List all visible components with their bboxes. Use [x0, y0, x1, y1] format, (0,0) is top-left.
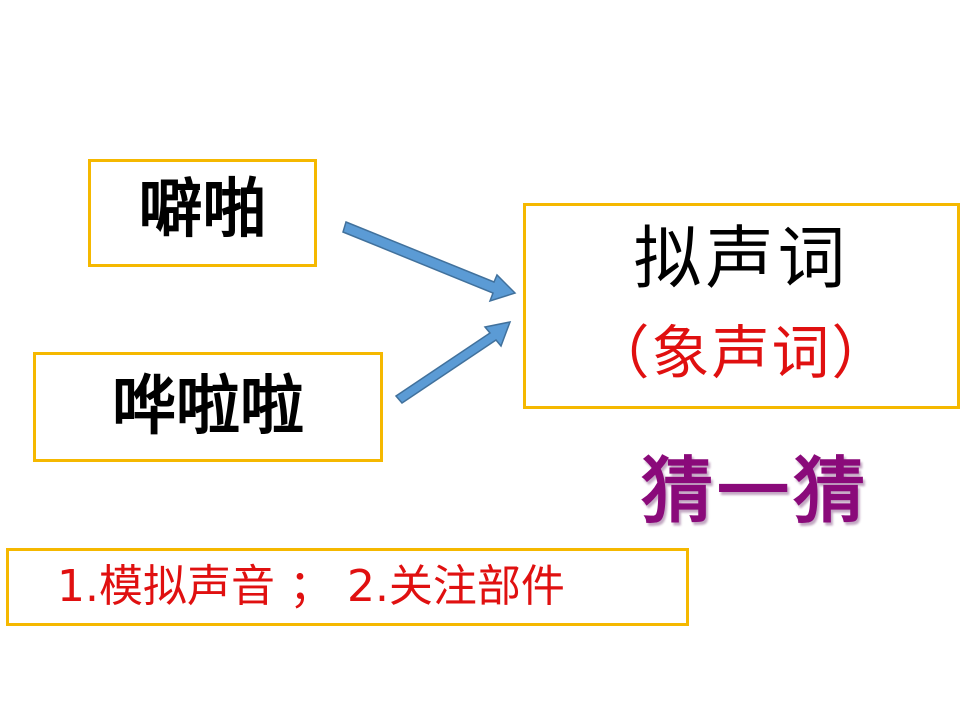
tips-card: 1.模拟声音 ； 2.关注部件 [6, 548, 689, 626]
guess-label: 猜一猜 [640, 449, 869, 533]
arrow-down-right-icon [342, 220, 517, 303]
concept-alias: （象声词） [591, 319, 892, 387]
word-card-huala: 哗啦啦 [33, 352, 383, 462]
arrow-up-right-icon [394, 320, 512, 404]
tips-text: 1.模拟声音 ； 2.关注部件 [57, 561, 565, 612]
concept-term: 拟声词 [633, 220, 850, 299]
word-huala: 哗啦啦 [112, 370, 304, 444]
word-card-pili: 噼啪 [88, 159, 317, 267]
concept-card: 拟声词 （象声词） [523, 203, 960, 409]
word-pili: 噼啪 [138, 173, 267, 247]
